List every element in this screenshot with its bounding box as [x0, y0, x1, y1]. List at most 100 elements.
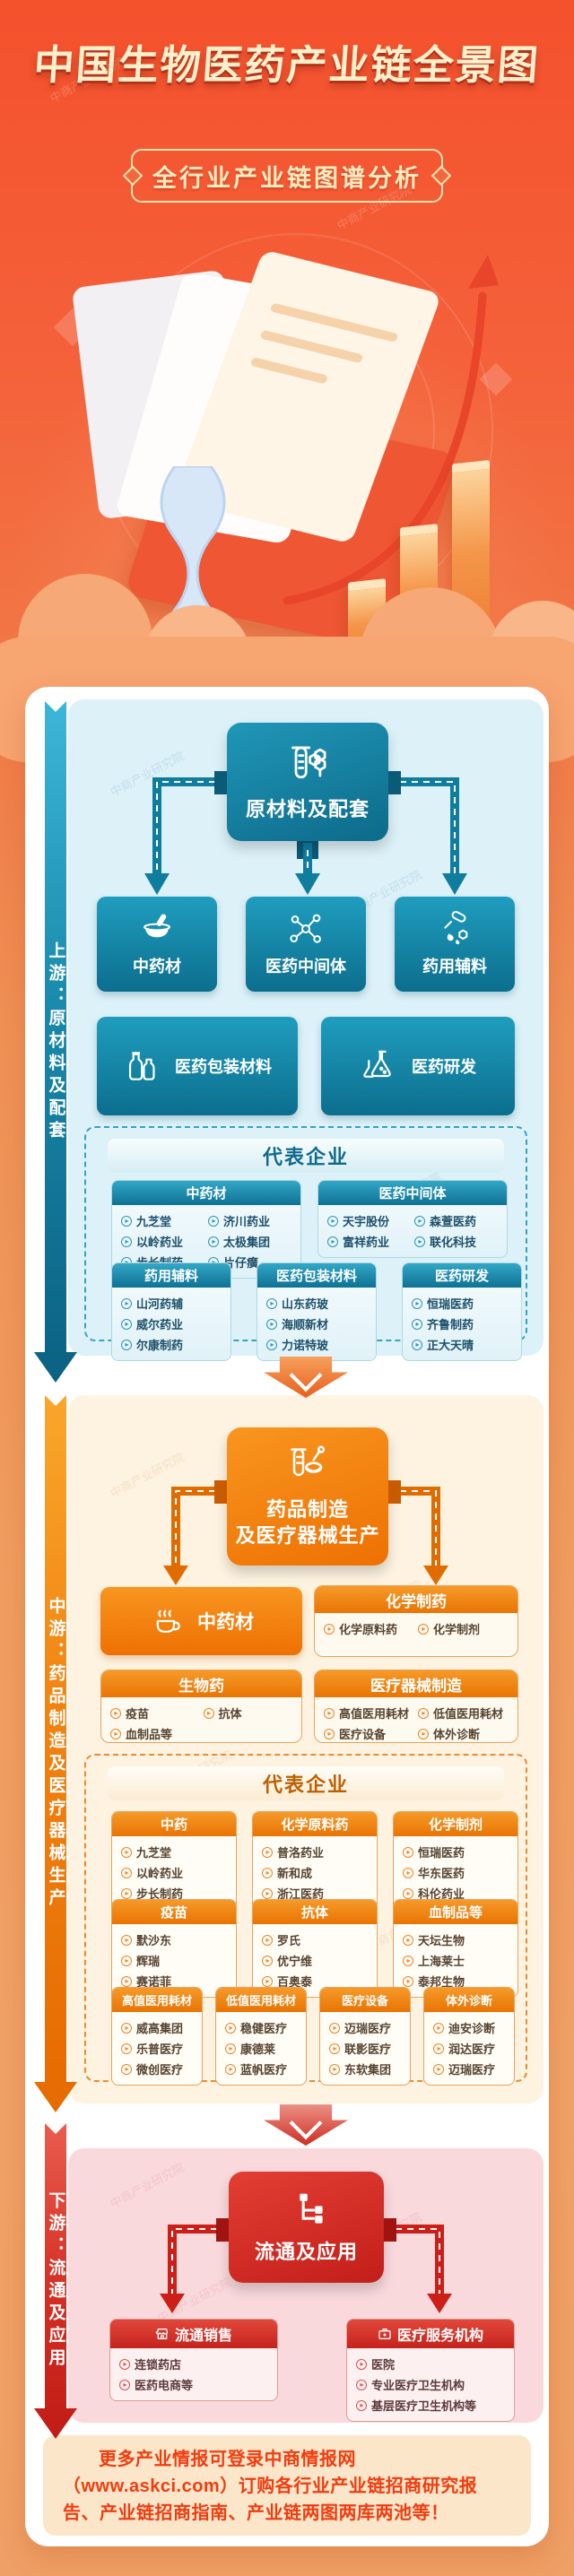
list-item: 恒瑞医药 — [412, 1295, 512, 1312]
list-item: 科伦药业 — [403, 1885, 509, 1902]
bullet-icon — [121, 1339, 132, 1350]
rep-group-blood: 血制品等 天坛生物上海莱士泰邦生物 — [393, 1899, 518, 1998]
cat-label: 医药研发 — [412, 1058, 476, 1076]
subcategory-list: 疫苗抗体血制品等 — [101, 1697, 301, 1742]
rep-title-text: 代表企业 — [262, 1146, 349, 1168]
upstream-connectors — [144, 777, 467, 895]
list-item: 康德莱 — [225, 2040, 297, 2057]
bullet-icon — [208, 1215, 219, 1227]
bullet-icon — [418, 1707, 429, 1719]
rep-group-header: 低值医用耗材 — [216, 1988, 306, 2012]
downstream-side-label: 下游：流通及应用 — [46, 2191, 65, 2371]
list-item: 默沙东 — [121, 1931, 227, 1948]
company-list: 连锁药店医药电商等 — [110, 2348, 277, 2400]
bullet-icon — [225, 2022, 236, 2034]
footer-notice: 更多产业情报可登录中商情报网（www.askci.com）订购各行业产业链招商研… — [43, 2435, 531, 2536]
rep-group-header: 医药中间体 — [318, 1181, 507, 1205]
midstream-rep-container: 代表企业 中药 九芝堂以岭药业步长制药 化学原料药 普洛药业新和成浙江医药 化学… — [84, 1754, 527, 2086]
company-list: 普洛药业新和成浙江医药 — [253, 1836, 377, 1909]
list-item: 化学原料药 — [324, 1620, 414, 1637]
bullet-icon — [266, 1318, 277, 1330]
company-list: 天坛生物上海莱士泰邦生物 — [394, 1924, 517, 1997]
company-list: 天宇股份森萱医药富祥药业联化科技 — [318, 1205, 507, 1257]
group-header: 医疗服务机构 — [347, 2320, 514, 2348]
list-item: 润达医疗 — [433, 2040, 505, 2057]
bullet-icon — [121, 2022, 132, 2034]
subtitle-badge: 全行业产业链图谱分析 — [131, 149, 443, 203]
bullet-icon — [356, 2358, 367, 2370]
list-item: 疫苗 — [110, 1704, 200, 1722]
bullet-icon — [121, 1846, 132, 1858]
upstream-main-node: 原材料及配套 — [214, 723, 401, 841]
rep-group-header: 血制品等 — [394, 1900, 517, 1924]
bullet-icon — [324, 1623, 335, 1635]
rep-group-header: 药用辅料 — [112, 1263, 230, 1288]
group-header: 流通销售 — [110, 2320, 277, 2348]
rep-group-antibody: 抗体 罗氏优宁维百奥泰 — [252, 1899, 378, 1998]
bullet-icon — [121, 1318, 132, 1330]
bullet-icon — [121, 2043, 132, 2054]
list-item: 森萱医药 — [414, 1212, 498, 1229]
list-item: 专业医疗卫生机构 — [356, 2376, 505, 2393]
list-item: 以岭药业 — [121, 1864, 227, 1881]
bullet-icon — [262, 1934, 273, 1946]
rep-group-header: 体外诊断 — [424, 1988, 514, 2012]
cat-box-bio: 生物药 疫苗抗体血制品等 — [100, 1670, 302, 1743]
midstream-connectors — [163, 1487, 448, 1585]
company-list: 稳健医疗康德莱蓝帆医疗 — [216, 2012, 306, 2085]
list-item: 百奥泰 — [262, 1973, 368, 1990]
downstream-main-label: 流通及应用 — [254, 2240, 358, 2263]
bullet-icon — [121, 1955, 132, 1966]
bullet-icon — [418, 1728, 429, 1739]
cat-box-tcm-mid: 中药材 — [100, 1587, 302, 1655]
list-item: 高值医用耗材 — [324, 1704, 414, 1722]
rep-group-api: 化学原料药 普洛药业新和成浙江医药 — [252, 1811, 378, 1910]
cat-box-intermediates: 医药中间体 — [246, 897, 366, 992]
bullet-icon — [262, 1887, 273, 1899]
bullet-icon — [208, 1236, 219, 1247]
dropper-drops-icon — [444, 911, 468, 945]
bullet-icon — [121, 1297, 132, 1309]
list-item: 尔康制药 — [121, 1336, 222, 1353]
list-item: 富祥药业 — [327, 1233, 411, 1250]
bullet-icon — [262, 1867, 273, 1878]
list-item: 恒瑞医药 — [403, 1843, 509, 1860]
bullet-icon — [262, 1955, 273, 1966]
rep-group-tcm: 中药 九芝堂以岭药业步长制药 — [111, 1811, 237, 1910]
list-item: 普洛药业 — [262, 1843, 368, 1860]
bullet-icon — [121, 1975, 132, 1987]
rep-group-header: 医疗设备 — [320, 1988, 410, 2012]
company-list: 默沙东辉瑞赛诺菲 — [112, 1924, 236, 1997]
hero-header: 中商产业研究院中商产业研究院中商产业研究院中商产业研究院 中国生物医药产业链全景… — [0, 0, 574, 852]
list-item: 辉瑞 — [121, 1952, 227, 1969]
bullet-icon — [356, 2399, 367, 2411]
downstream-main-node: 流通及应用 — [216, 2172, 396, 2283]
group-distribution: 流通销售 连锁药店医药电商等 — [109, 2319, 278, 2401]
distribution-flow-icon — [299, 2193, 323, 2224]
list-item: 泰邦生物 — [403, 1973, 509, 1990]
rep-group-intermediates: 医药中间体 天宇股份森萱医药富祥药业联化科技 — [317, 1180, 508, 1258]
rep-group-header: 中药材 — [112, 1181, 300, 1205]
list-item: 迈瑞医疗 — [329, 2019, 401, 2036]
bullet-icon — [329, 2022, 340, 2034]
bottles-icon — [128, 1052, 155, 1080]
list-item: 稳健医疗 — [225, 2019, 297, 2036]
list-item: 迈瑞医疗 — [433, 2060, 505, 2077]
test-tube-molecule-icon — [291, 746, 326, 778]
list-item: 微创医疗 — [121, 2060, 193, 2077]
rep-title: 代表企业 — [108, 1139, 504, 1173]
mortar-pestle-icon — [144, 914, 170, 938]
bullet-icon — [403, 1955, 413, 1966]
list-item: 山东药玻 — [266, 1295, 367, 1312]
bullet-icon — [414, 1215, 425, 1227]
cat-box-tcm: 中药材 — [97, 897, 217, 992]
list-item: 东软集团 — [329, 2060, 401, 2077]
bullet-icon — [329, 2063, 340, 2075]
company-list: 山东药玻海顺新材力诺特玻 — [257, 1288, 376, 1360]
bullet-icon — [403, 1975, 413, 1987]
list-item: 浙江医药 — [262, 1885, 368, 1902]
rep-group-header: 医药包装材料 — [257, 1263, 376, 1288]
cat-box-excipients: 药用辅料 — [395, 897, 515, 992]
list-item: 上海莱士 — [403, 1952, 509, 1969]
